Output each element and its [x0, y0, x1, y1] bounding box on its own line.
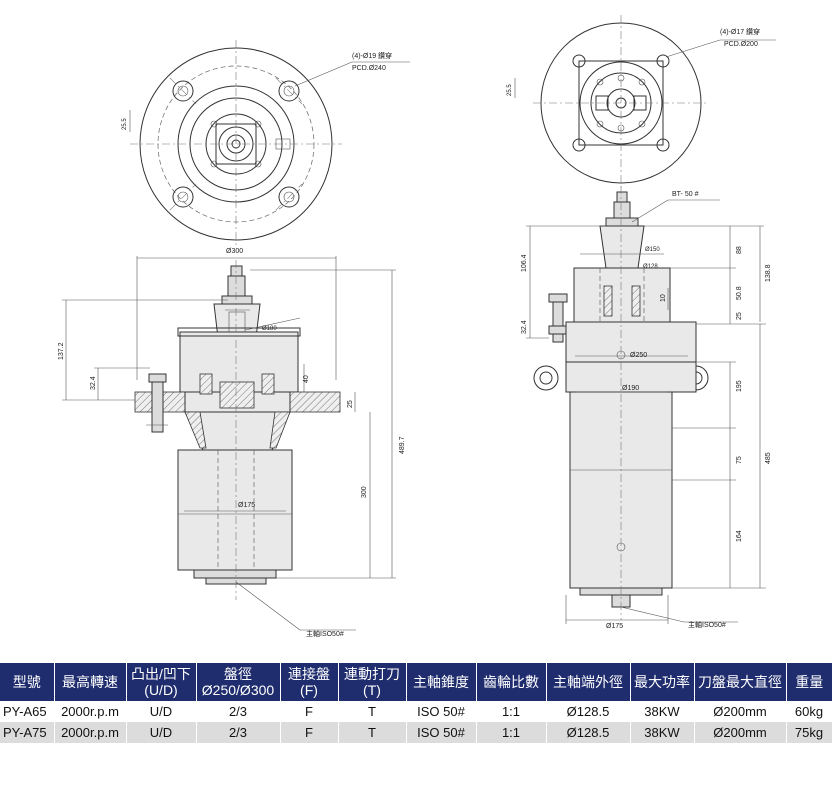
table-cell: F	[280, 722, 339, 743]
right-164-label: 164	[736, 530, 743, 542]
left-d300-label: Ø300	[226, 248, 243, 255]
left-pcd-label: PCD.Ø240	[352, 65, 386, 72]
header-flange: 連接盤(F)	[280, 663, 339, 701]
right-88-label: 88	[736, 246, 743, 254]
right-d175-label: Ø175	[606, 623, 623, 630]
right-tol-label: 25.5	[507, 84, 513, 96]
right-d190-label: Ø190	[622, 385, 639, 392]
left-40-label: 40	[303, 375, 310, 383]
table-cell: Ø128.5	[546, 722, 631, 743]
table-cell: Ø128.5	[546, 701, 631, 722]
table-cell: 75kg	[786, 722, 832, 743]
technical-drawing: (4)-Ø19 鑽穿 PCD.Ø240 25.5 Ø300 Ø180	[58, 15, 776, 638]
right-spindle-label: 主軸ISO50#	[688, 620, 726, 629]
table-cell: T	[338, 701, 407, 722]
table-row: PY-A75 2000r.p.m U/D 2/3 F T ISO 50# 1:1…	[0, 722, 832, 743]
left-holes-label: (4)-Ø19 鑽穿	[352, 51, 392, 60]
right-10-label: 10	[660, 294, 667, 302]
right-106-label: 106.4	[521, 254, 528, 272]
left-top-view: (4)-Ø19 鑽穿 PCD.Ø240 25.5	[122, 40, 410, 248]
table-cell: ISO 50#	[406, 701, 477, 722]
header-max-speed: 最高轉速	[54, 663, 127, 701]
header-model: 型號	[0, 663, 55, 701]
left-300-label: 300	[361, 486, 368, 498]
right-d150-label: Ø150	[645, 247, 660, 253]
table-cell: PY-A65	[0, 701, 55, 722]
left-spindle-label: 主軸ISO50#	[306, 629, 344, 638]
table-cell: ISO 50#	[406, 722, 477, 743]
table-cell: U/D	[126, 701, 197, 722]
left-32-label: 32.4	[90, 376, 97, 390]
right-pcd-label: PCD.Ø200	[724, 41, 758, 48]
table-cell: PY-A75	[0, 722, 55, 743]
right-75-label: 75	[736, 456, 743, 464]
table-cell: T	[338, 722, 407, 743]
right-d250-label: Ø250	[630, 352, 647, 359]
right-top-view: (4)-Ø17 鑽穿 PCD.Ø200 25.5	[507, 15, 776, 191]
right-195-label: 195	[736, 380, 743, 392]
right-25-label: 25	[736, 312, 743, 320]
right-bt-label: BT- 50 #	[672, 191, 699, 198]
table-cell: Ø200mm	[694, 701, 787, 722]
table-row: PY-A65 2000r.p.m U/D 2/3 F T ISO 50# 1:1…	[0, 701, 832, 722]
right-d128-label: Ø128	[643, 264, 658, 270]
header-tool-release: 連動打刀(T)	[338, 663, 407, 701]
table-cell: 1:1	[476, 701, 547, 722]
header-max-cutter-diameter: 刀盤最大直徑	[694, 663, 787, 701]
right-side-view: BT- 50 # Ø150 Ø128 Ø250 Ø190	[521, 186, 772, 630]
table-cell: 60kg	[786, 701, 832, 722]
header-spindle-outer-diameter: 主軸端外徑	[546, 663, 631, 701]
header-weight: 重量	[786, 663, 832, 701]
table-cell: 38KW	[630, 722, 695, 743]
right-holes-label: (4)-Ø17 鑽穿	[720, 27, 760, 36]
table-cell: 2/3	[196, 722, 281, 743]
left-d180-label: Ø180	[262, 326, 277, 332]
table-cell: 2000r.p.m	[54, 722, 127, 743]
table-cell: Ø200mm	[694, 722, 787, 743]
left-4897-label: 489.7	[399, 436, 406, 454]
right-485-label: 485	[765, 452, 772, 464]
table-cell: U/D	[126, 722, 197, 743]
left-side-view: Ø300 Ø180 Ø175	[58, 248, 406, 638]
right-508-label: 50.8	[736, 286, 743, 300]
left-tol-label: 25.5	[122, 118, 128, 130]
left-25-label: 25	[347, 400, 354, 408]
header-gear-ratio: 齒輪比數	[476, 663, 547, 701]
header-up-down: 凸出/凹下(U/D)	[126, 663, 197, 701]
table-cell: F	[280, 701, 339, 722]
header-spindle-taper: 主軸錐度	[406, 663, 477, 701]
table-cell: 2/3	[196, 701, 281, 722]
right-138-label: 138.8	[765, 264, 772, 282]
header-max-power: 最大功率	[630, 663, 695, 701]
left-d175-label: Ø175	[238, 502, 255, 509]
table-cell: 38KW	[630, 701, 695, 722]
right-324-label: 32.4	[521, 320, 528, 334]
table-cell: 1:1	[476, 722, 547, 743]
left-137-label: 137.2	[58, 342, 65, 360]
table-cell: 2000r.p.m	[54, 701, 127, 722]
